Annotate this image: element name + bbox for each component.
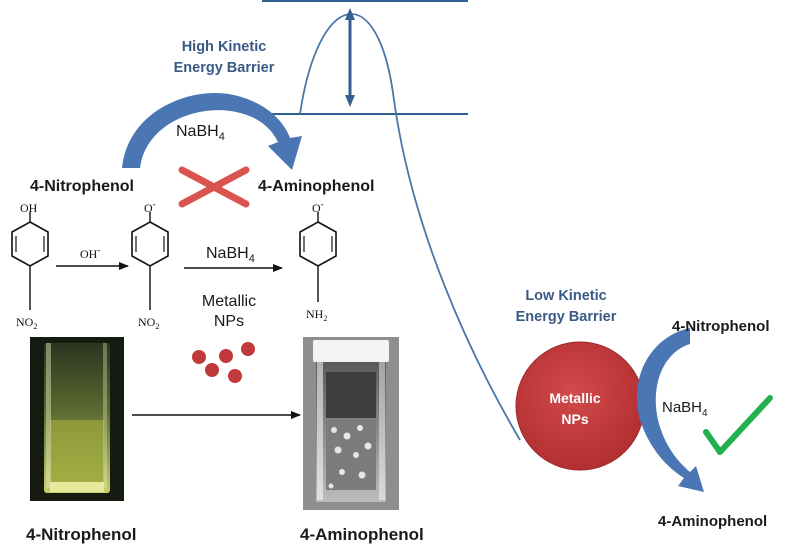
uncatalyzed-reaction: NaBH4 4-Nitrophenol 4-Aminophenol: [30, 93, 374, 208]
nitro-group-1-text: NO: [16, 315, 34, 329]
nanoparticle-label-line1: Metallic: [549, 390, 601, 406]
mechanism-catalyst-line1: Metallic: [202, 293, 256, 310]
aminophenol-structure: O- NH2: [299, 199, 337, 323]
nitrophenol-vial-photo: [30, 337, 124, 501]
catalyzed-product-label: 4-Aminophenol: [658, 513, 767, 530]
catalyzed-curved-arrow: [636, 328, 704, 492]
amino-group-sub: 2: [323, 314, 327, 323]
metallic-nanoparticle: [515, 341, 645, 471]
hydroxide-label-text: OH: [80, 247, 98, 261]
catalyzed-reagent: NaBH4: [662, 399, 708, 419]
right-vial-caption: 4-Aminophenol: [300, 525, 424, 544]
uncatalyzed-reactant-label: 4-Nitrophenol: [30, 178, 134, 195]
amino-group: NH2: [306, 307, 327, 323]
hydroxide-label-charge: -: [97, 245, 100, 255]
catalyzed-reagent-sub: 4: [702, 408, 708, 419]
high-barrier-label-line1: High Kinetic: [182, 39, 267, 55]
product-oxygen: O-: [312, 199, 324, 215]
aminophenol-vial-photo: [303, 337, 399, 510]
mechanism-reagent: NaBH4: [206, 245, 255, 265]
mechanism-catalyst-line2: NPs: [214, 313, 244, 330]
phenolate-oxygen-text: O: [144, 201, 153, 215]
product-oxygen-text: O: [312, 201, 321, 215]
nanoparticle-dot: [205, 363, 219, 377]
no-reaction-cross-icon: [178, 166, 250, 208]
nanoparticle-dot: [241, 342, 255, 356]
phenolate-oxygen: O-: [144, 199, 156, 215]
low-barrier-label-line1: Low Kinetic: [525, 288, 606, 304]
catalyzed-reagent-text: NaBH: [662, 399, 702, 416]
amino-group-text: NH: [306, 307, 324, 321]
catalyzed-reaction: Metallic NPs 4-Nitrophenol 4-Aminophenol…: [515, 318, 773, 530]
nanoparticle-label-line2: NPs: [561, 411, 588, 427]
nitro-group-2-sub: 2: [155, 322, 159, 331]
uncatalyzed-curved-arrow: [122, 93, 302, 170]
product-oxygen-charge: -: [321, 199, 324, 209]
uncatalyzed-reagent: NaBH4: [176, 123, 225, 143]
high-barrier-label-line2: Energy Barrier: [174, 60, 275, 76]
phenolate-oxygen-charge: -: [153, 199, 156, 209]
nitro-group-2-text: NO: [138, 315, 156, 329]
hydroxide-label: OH-: [80, 245, 100, 261]
uncatalyzed-reagent-subscript: 4: [219, 131, 225, 143]
energy-curve: [299, 13, 521, 441]
mechanism-reagent-sub: 4: [249, 253, 255, 265]
nitro-group-1: NO2: [16, 315, 37, 331]
nitro-group-1-sub: 2: [33, 322, 37, 331]
low-barrier-label-line2: Energy Barrier: [516, 309, 617, 325]
nitrophenol-structure: OH NO2: [11, 201, 49, 331]
nanoparticle-dot: [192, 350, 206, 364]
catalyzed-reactant-label: 4-Nitrophenol: [672, 318, 770, 335]
left-vial-caption: 4-Nitrophenol: [26, 525, 137, 544]
mechanism-reagent-text: NaBH: [206, 245, 249, 262]
checkmark-icon: [703, 395, 773, 455]
nanoparticle-dot: [228, 369, 242, 383]
nitrophenolate-structure: O- NO2: [131, 199, 169, 331]
hydroxyl-group: OH: [20, 201, 38, 215]
nitro-group-2: NO2: [138, 315, 159, 331]
uncatalyzed-product-label: 4-Aminophenol: [258, 178, 374, 195]
mechanism-scheme: OH NO2 OH- O- NO2 NaBH4 Metallic NPs O-: [11, 199, 337, 383]
energy-profile: High Kinetic Energy Barrier Low Kinetic …: [174, 0, 617, 441]
nanoparticle-dots: [192, 342, 255, 383]
nanoparticle-dot: [219, 349, 233, 363]
uncatalyzed-reagent-text: NaBH: [176, 123, 219, 140]
